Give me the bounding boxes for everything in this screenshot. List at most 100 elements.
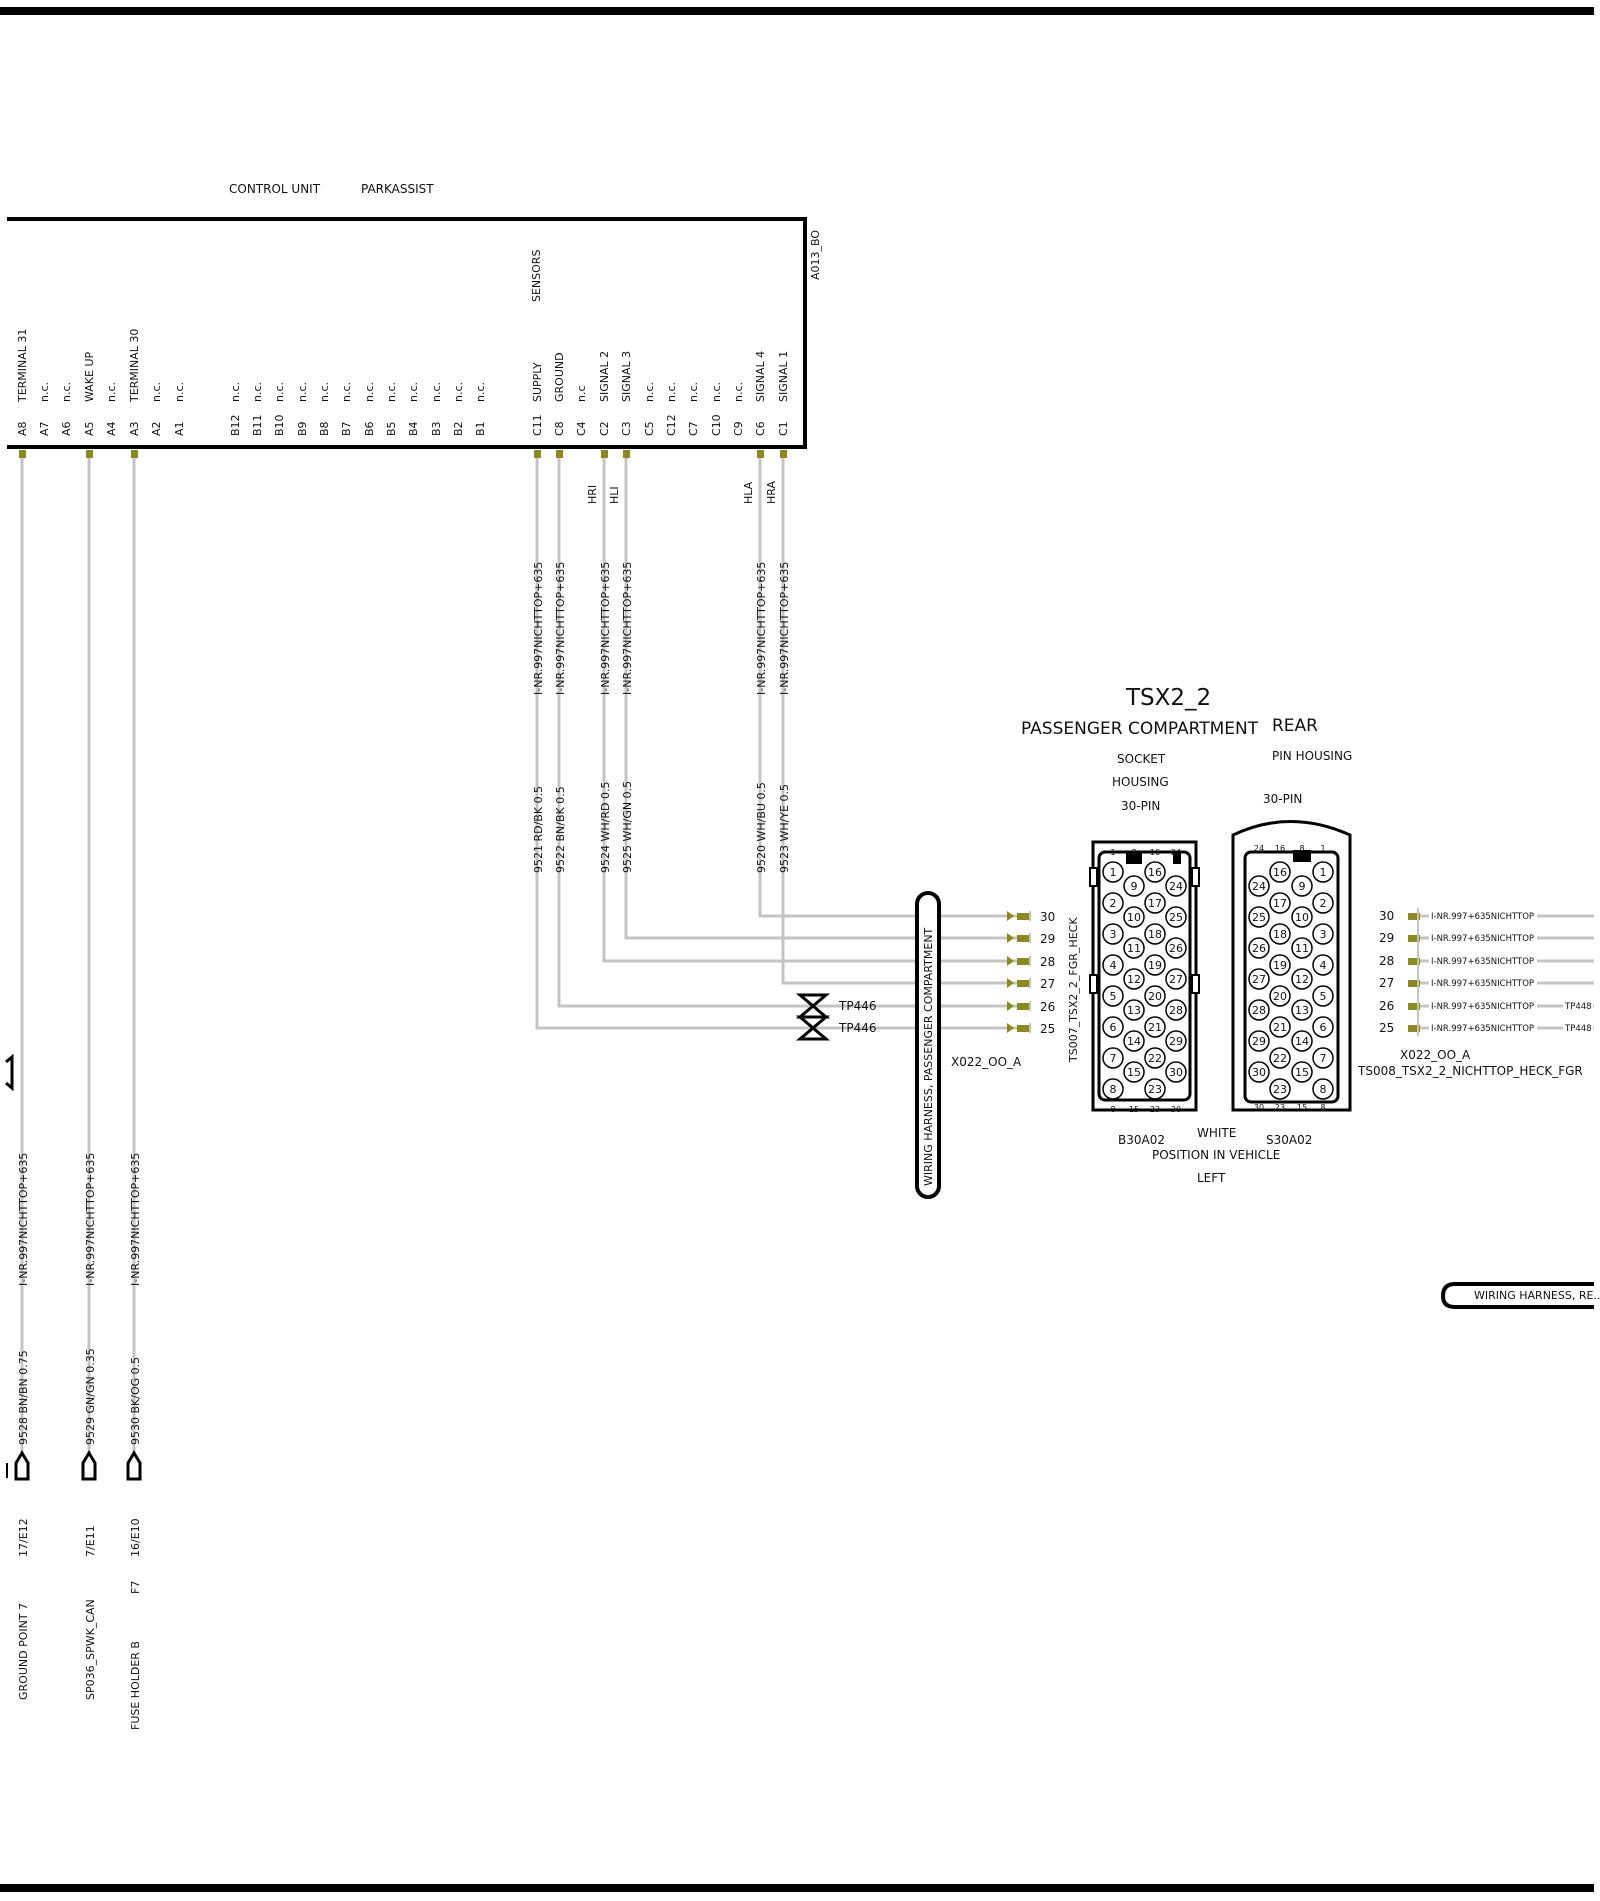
pin-label-A4: n.c.	[105, 382, 118, 402]
housing-pin-11	[1291, 937, 1313, 959]
pin-id-C11: C11	[531, 414, 544, 436]
socket-pin-label-30: 30	[1169, 1066, 1183, 1079]
socket-pin-label-13: 13	[1127, 1004, 1141, 1017]
housing-pin-label-6: 6	[1320, 1021, 1327, 1034]
power-ref-A5: 7/E11	[84, 1525, 97, 1557]
housing-pin-label-16: 16	[1273, 866, 1287, 879]
housing-pin-label-26: 26	[1252, 942, 1266, 955]
right-tp-25: TP448	[1564, 1024, 1592, 1034]
sensors-group-label: SENSORS	[530, 250, 543, 302]
power-dest-A8: GROUND POINT 7	[17, 1603, 30, 1700]
housing-pin-9	[1291, 875, 1313, 897]
socket-pin-26	[1165, 937, 1187, 959]
socket-pin-label-17: 17	[1148, 897, 1162, 910]
pin-id-B9: B9	[296, 421, 309, 436]
left-pin-number-25: 25	[1040, 1022, 1055, 1036]
right-label-bg	[1429, 1023, 1537, 1033]
right-connector-id: X022_OO_A	[1400, 1048, 1471, 1062]
housing-pin-label-29: 29	[1252, 1035, 1266, 1048]
pin-id-B3: B3	[430, 421, 443, 436]
pin-id-B6: B6	[363, 421, 376, 436]
pin-label-C9: n.c.	[732, 382, 745, 402]
connector-block-subtitle-right: REAR	[1272, 716, 1318, 736]
socket-pin-label-19: 19	[1148, 959, 1162, 972]
housing-pin-8	[1312, 1078, 1334, 1100]
socket-pin-15	[1123, 1061, 1145, 1083]
housing-pin-18	[1269, 923, 1291, 945]
socket-pin-14	[1123, 1030, 1145, 1052]
housing-pin-label-14: 14	[1295, 1035, 1309, 1048]
right-label-bg	[1429, 1001, 1537, 1011]
housing-pin-label-3: 3	[1320, 928, 1327, 941]
left-pin-arrow-29	[1007, 933, 1014, 943]
housing-pin-label-28: 28	[1252, 1004, 1266, 1017]
right-pin-terminal-26	[1408, 1003, 1420, 1010]
pin-id-B2: B2	[452, 421, 465, 436]
wire-spec-C3: 9525 WH/GN 0.5	[621, 781, 634, 873]
housing-pin-label-25: 25	[1252, 911, 1266, 924]
socket-pin-label-22: 22	[1148, 1052, 1162, 1065]
pin-housing-count: 30-PIN	[1263, 792, 1302, 806]
top-border-bar	[0, 7, 1594, 15]
right-pin-terminal-27	[1408, 980, 1420, 987]
pin-id-A2: A2	[150, 421, 163, 436]
housing-pin-label-9: 9	[1299, 880, 1306, 893]
right-pin-number-25: 25	[1379, 1021, 1394, 1035]
pin-id-C2: C2	[598, 421, 611, 436]
socket-pin-23	[1144, 1078, 1166, 1100]
right-harness-26: I-NR.997+635NICHTTOP	[1431, 1002, 1534, 1012]
socket-pin-label-25: 25	[1169, 911, 1183, 924]
housing-top-label: 1	[1320, 844, 1325, 853]
control-unit-title: CONTROL UNIT	[229, 182, 321, 196]
connector-block-tsx2-2: TSX2_2 PASSENGER COMPARTMENT REAR SOCKET…	[1021, 685, 1352, 1185]
terminal-C2	[601, 450, 608, 458]
socket-pin-label-28: 28	[1169, 1004, 1183, 1017]
control-unit-id: A013_BO	[809, 230, 822, 280]
connector-arrow-A3	[126, 1450, 142, 1481]
wire-harness-C11: I-NR.997NICHTTOP+635	[532, 562, 545, 695]
wire-harness-C2: I-NR.997NICHTTOP+635	[599, 562, 612, 695]
housing-pin-label-30: 30	[1252, 1066, 1266, 1079]
right-pin-number-27: 27	[1379, 976, 1394, 990]
housing-pin-16	[1269, 861, 1291, 883]
wire-tag-C3: HLI	[608, 486, 621, 504]
pin-id-C7: C7	[687, 421, 700, 436]
right-harness-27: I-NR.997+635NICHTTOP	[1431, 979, 1534, 989]
wire-C8	[557, 458, 1020, 1008]
pin-id-C1: C1	[777, 421, 790, 436]
wire-C3	[624, 458, 1020, 940]
housing-top-label: 8	[1299, 844, 1304, 853]
socket-pin-label-21: 21	[1148, 1021, 1162, 1034]
right-connector-x022: X022_OO_A TS008_TSX2_2_NICHTTOP_HECK_FGR…	[1357, 908, 1594, 1078]
socket-pin-label-12: 12	[1127, 973, 1141, 986]
housing-pin-4	[1312, 954, 1334, 976]
pin-label-A1: n.c.	[173, 382, 186, 402]
right-label-bg	[1429, 956, 1537, 966]
left-pin-terminal-27	[1017, 980, 1031, 987]
wire-harness-C6: I-NR.997NICHTTOP+635	[755, 562, 768, 695]
socket-pin-label-18: 18	[1148, 928, 1162, 941]
pin-id-B11: B11	[251, 414, 264, 436]
housing-pin-5	[1312, 985, 1334, 1007]
housing-pin-15	[1291, 1061, 1313, 1083]
pin-label-C11: SUPPLY	[531, 362, 544, 402]
pin-housing-label: PIN HOUSING	[1272, 749, 1352, 763]
passenger-harness-label: WIRING HARNESS, PASSENGER COMPARTMENT	[922, 927, 935, 1186]
housing-pin-label-15: 15	[1295, 1066, 1309, 1079]
wire-spec-C1: 9523 WH/YE 0.5	[778, 784, 791, 873]
socket-pin-10	[1123, 906, 1145, 928]
pin-id-A6: A6	[60, 421, 73, 436]
left-pin-terminal-30	[1017, 913, 1031, 920]
pin-id-C8: C8	[553, 421, 566, 436]
terminal-C3	[623, 450, 630, 458]
left-pin-arrow-30	[1007, 911, 1014, 921]
right-pin-terminal-25	[1408, 1025, 1420, 1032]
socket-pin-label-11: 11	[1127, 942, 1141, 955]
pin-label-A8: TERMINAL 31	[16, 329, 29, 403]
pin-id-C5: C5	[643, 421, 656, 436]
socket-pin-label-2: 2	[1110, 897, 1117, 910]
right-tp-26: TP448	[1564, 1002, 1592, 1012]
socket-pin-label-5: 5	[1110, 990, 1117, 1003]
right-pin-number-30: 30	[1379, 909, 1394, 923]
housing-pin-label-17: 17	[1273, 897, 1287, 910]
